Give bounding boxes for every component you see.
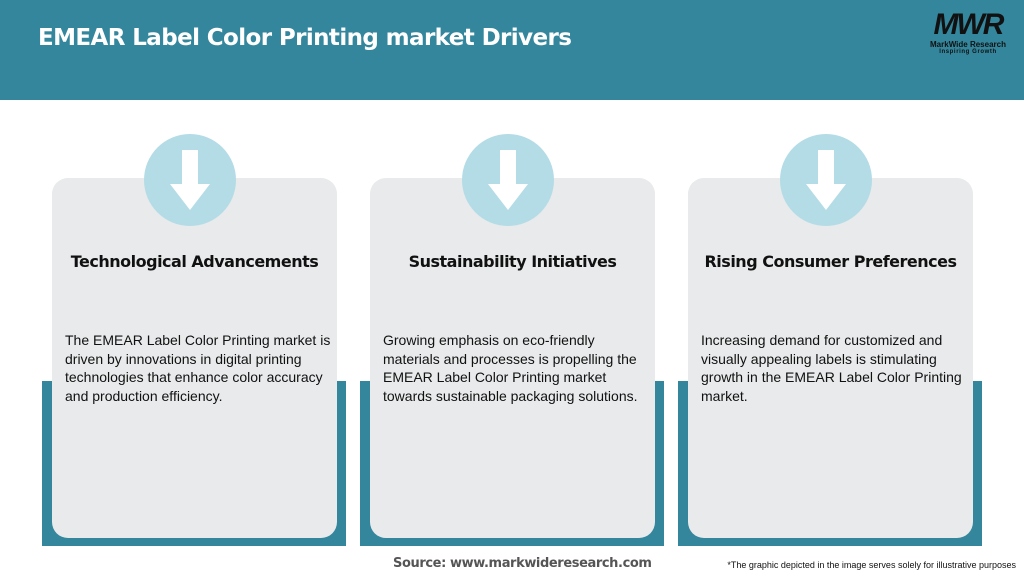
card-title: Sustainability Initiatives <box>408 252 617 271</box>
logo: MWR MarkWide Research Inspiring Growth <box>922 10 1014 56</box>
logo-mark: MWR <box>933 8 1005 41</box>
card-title: Rising Consumer Preferences <box>704 252 957 271</box>
card-panel <box>688 178 973 538</box>
card-body: Increasing demand for customized and vis… <box>701 332 962 404</box>
arrow-down-icon <box>462 134 554 226</box>
disclaimer-note: *The graphic depicted in the image serve… <box>727 560 1016 570</box>
arrow-down-icon <box>144 134 236 226</box>
arrow-down-icon <box>780 134 872 226</box>
card-body: The EMEAR Label Color Printing market is… <box>65 332 331 404</box>
card-panel <box>370 178 655 538</box>
card-panel <box>52 178 337 538</box>
logo-tagline: Inspiring Growth <box>939 49 997 55</box>
driver-card: Technological Advancements The EMEAR Lab… <box>42 0 362 576</box>
header-banner: EMEAR Label Color Printing market Driver… <box>0 0 1024 100</box>
source-text: Source: www.markwideresearch.com <box>393 556 652 571</box>
page-title: EMEAR Label Color Printing market Driver… <box>38 25 572 51</box>
driver-card: Rising Consumer Preferences Increasing d… <box>678 0 998 576</box>
driver-card: Sustainability Initiatives Growing empha… <box>360 0 680 576</box>
card-title: Technological Advancements <box>70 252 319 271</box>
card-body: Growing emphasis on eco-friendly materia… <box>383 332 638 404</box>
logo-name: MarkWide Research <box>930 40 1006 49</box>
